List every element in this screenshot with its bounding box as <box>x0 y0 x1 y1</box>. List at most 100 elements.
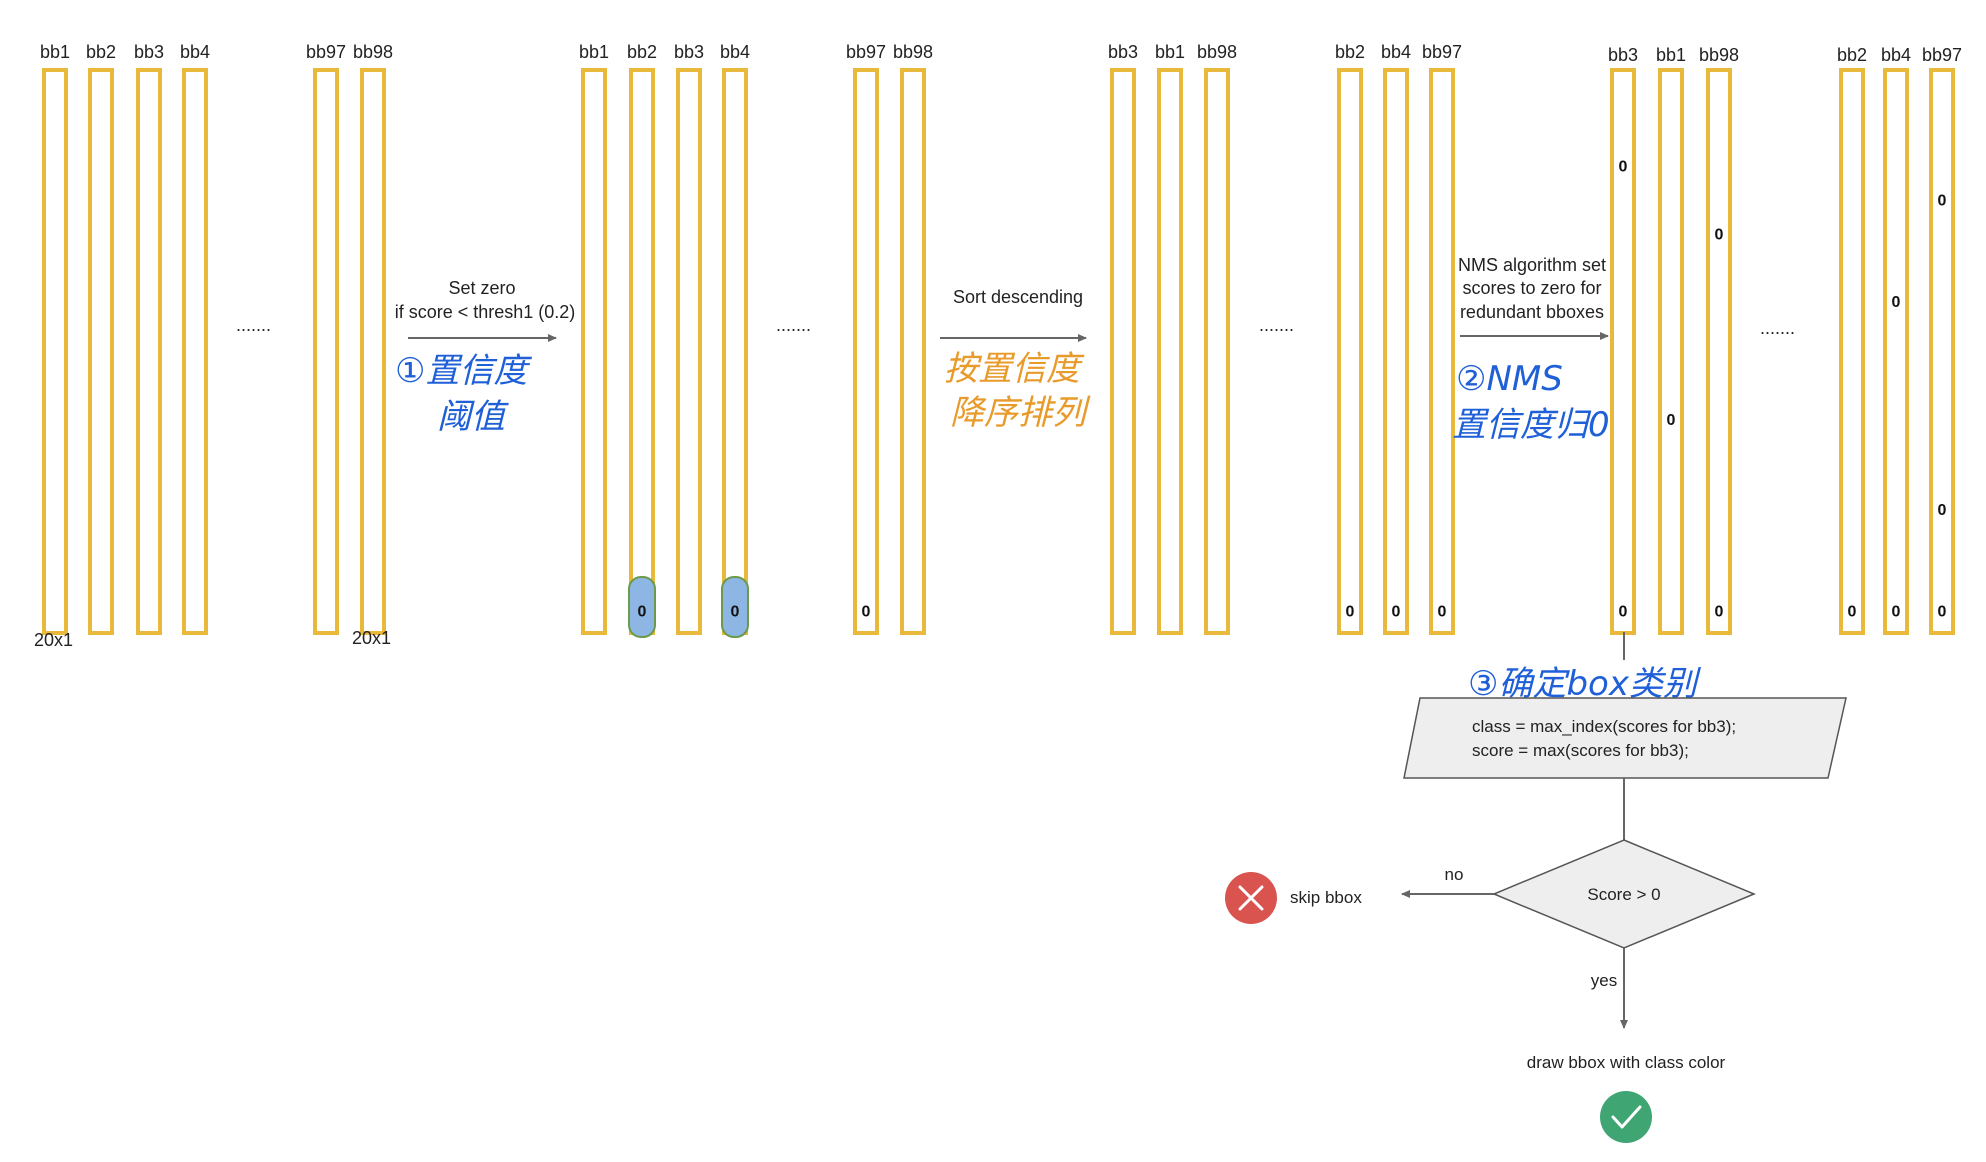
score-vector-bar <box>676 68 702 635</box>
column-label: bb97 <box>306 42 346 62</box>
score-vector-bar <box>1337 68 1363 635</box>
zero-score-mark: 0 <box>638 603 647 620</box>
score-vector-bar <box>88 68 114 635</box>
column-label: bb1 <box>40 42 70 62</box>
score-vector-bar <box>853 68 879 635</box>
column-label: bb2 <box>1335 42 1365 62</box>
step-set-zero: Set zero if score < thresh1 (0.2) ①置信度 阈… <box>395 278 576 437</box>
score-vector-bar <box>1610 68 1636 635</box>
zero-score-mark: 0 <box>1392 603 1401 620</box>
draw-check-icon <box>1600 1091 1652 1143</box>
step2-hand-line1: 按置信度 <box>944 349 1085 389</box>
column-bb2: bb2 0 <box>627 42 657 638</box>
column-label: bb4 <box>1381 42 1411 62</box>
zero-score-mark: 0 <box>1938 603 1947 620</box>
zero-score-mark: 0 <box>1938 192 1947 209</box>
zero-score-mark: 0 <box>1438 603 1447 620</box>
size-label-second: 20x1 <box>352 628 391 648</box>
step3-hand-line2: 置信度归0 <box>1452 405 1610 445</box>
score-vector-bar <box>182 68 208 635</box>
zero-score-mark: 0 <box>1715 603 1724 620</box>
score-vector-bar <box>1706 68 1732 635</box>
zero-score-mark: 0 <box>731 603 740 620</box>
score-vector-bar <box>1383 68 1409 635</box>
column-label: bb4 <box>1881 45 1911 65</box>
column-bb2: bb2 0 <box>1837 45 1867 635</box>
zero-score-mark: 0 <box>1938 502 1947 519</box>
ellipsis-1: ....... <box>236 315 271 335</box>
column-label: bb4 <box>720 42 750 62</box>
step-nms: NMS algorithm set scores to zero for red… <box>1452 255 1610 445</box>
column-label: bb98 <box>893 42 933 62</box>
yes-label: yes <box>1591 971 1617 990</box>
column-bb98: bb98 0 0 <box>1699 45 1739 635</box>
column-bb4: bb4 <box>180 42 210 635</box>
column-label: bb2 <box>1837 45 1867 65</box>
column-bb97: bb97 0 0 0 <box>1922 45 1962 635</box>
score-vector-bar <box>1204 68 1230 635</box>
score-vector-bar <box>360 68 386 635</box>
column-bb1: bb1 <box>1155 42 1185 635</box>
zero-score-mark: 0 <box>1619 159 1628 176</box>
score-vector-bar <box>1157 68 1183 635</box>
ellipsis-4: ....... <box>1760 318 1795 338</box>
zero-score-mark: 0 <box>1715 226 1724 243</box>
step3-line1: NMS algorithm set <box>1458 255 1606 275</box>
process-box <box>1403 697 1847 779</box>
column-label: bb97 <box>1422 42 1462 62</box>
step1-hand-line1: ①置信度 <box>395 351 532 391</box>
column-bb2: bb2 <box>86 42 116 635</box>
column-label: bb98 <box>1699 45 1739 65</box>
step2-hand-line2: 降序排列 <box>950 393 1091 433</box>
zero-score-mark: 0 <box>1848 603 1857 620</box>
column-bb98: bb98 <box>1197 42 1237 635</box>
zero-score-mark: 0 <box>1892 294 1901 311</box>
column-bb1: bb1 <box>40 42 70 635</box>
column-label: bb1 <box>1656 45 1686 65</box>
score-vector-bar <box>1658 68 1684 635</box>
column-label: bb2 <box>627 42 657 62</box>
column-label: bb2 <box>86 42 116 62</box>
score-vector-bar <box>722 68 748 635</box>
column-bb3: bb3 <box>1108 42 1138 635</box>
process-line-1: class = max_index(scores for bb3); <box>1472 717 1736 736</box>
step1-hand-line2: 阈值 <box>437 397 509 437</box>
score-vector-bar <box>1929 68 1955 635</box>
zero-score-mark: 0 <box>1892 603 1901 620</box>
step3-line3: redundant bboxes <box>1460 302 1604 322</box>
skip-label: skip bbox <box>1290 888 1362 907</box>
column-label: bb97 <box>1922 45 1962 65</box>
step2-line1: Sort descending <box>953 287 1083 307</box>
step-sort-descending: Sort descending 按置信度 降序排列 <box>940 287 1091 433</box>
zero-score-mark: 0 <box>862 603 871 620</box>
process-line-2: score = max(scores for bb3); <box>1472 741 1689 760</box>
column-label: bb3 <box>1608 45 1638 65</box>
step3-line2: scores to zero for <box>1462 278 1601 298</box>
column-bb4: bb4 0 <box>720 42 750 638</box>
column-bb98: bb98 <box>893 42 933 635</box>
column-label: bb97 <box>846 42 886 62</box>
score-vector-bar <box>136 68 162 635</box>
score-vector-bar <box>313 68 339 635</box>
step1-line1: Set zero <box>448 278 515 298</box>
column-bb2: bb2 0 <box>1335 42 1365 635</box>
score-vector-bar <box>629 68 655 635</box>
column-label: bb1 <box>579 42 609 62</box>
size-label-first: 20x1 <box>34 630 73 650</box>
ellipsis-3: ....... <box>1259 315 1294 335</box>
step1-line2: if score < thresh1 (0.2) <box>395 302 576 322</box>
column-bb4: bb4 0 0 <box>1881 45 1911 635</box>
ellipsis-2: ....... <box>776 315 811 335</box>
zeroed-score-highlight <box>628 576 656 638</box>
score-vector-bar <box>900 68 926 635</box>
score-vector-bar <box>1839 68 1865 635</box>
step3-hand-line1: ②NMS <box>1456 359 1563 399</box>
column-bb97: bb97 0 <box>1422 42 1462 635</box>
zero-score-mark: 0 <box>1346 603 1355 620</box>
column-label: bb3 <box>134 42 164 62</box>
zeroed-score-highlight <box>721 576 749 638</box>
